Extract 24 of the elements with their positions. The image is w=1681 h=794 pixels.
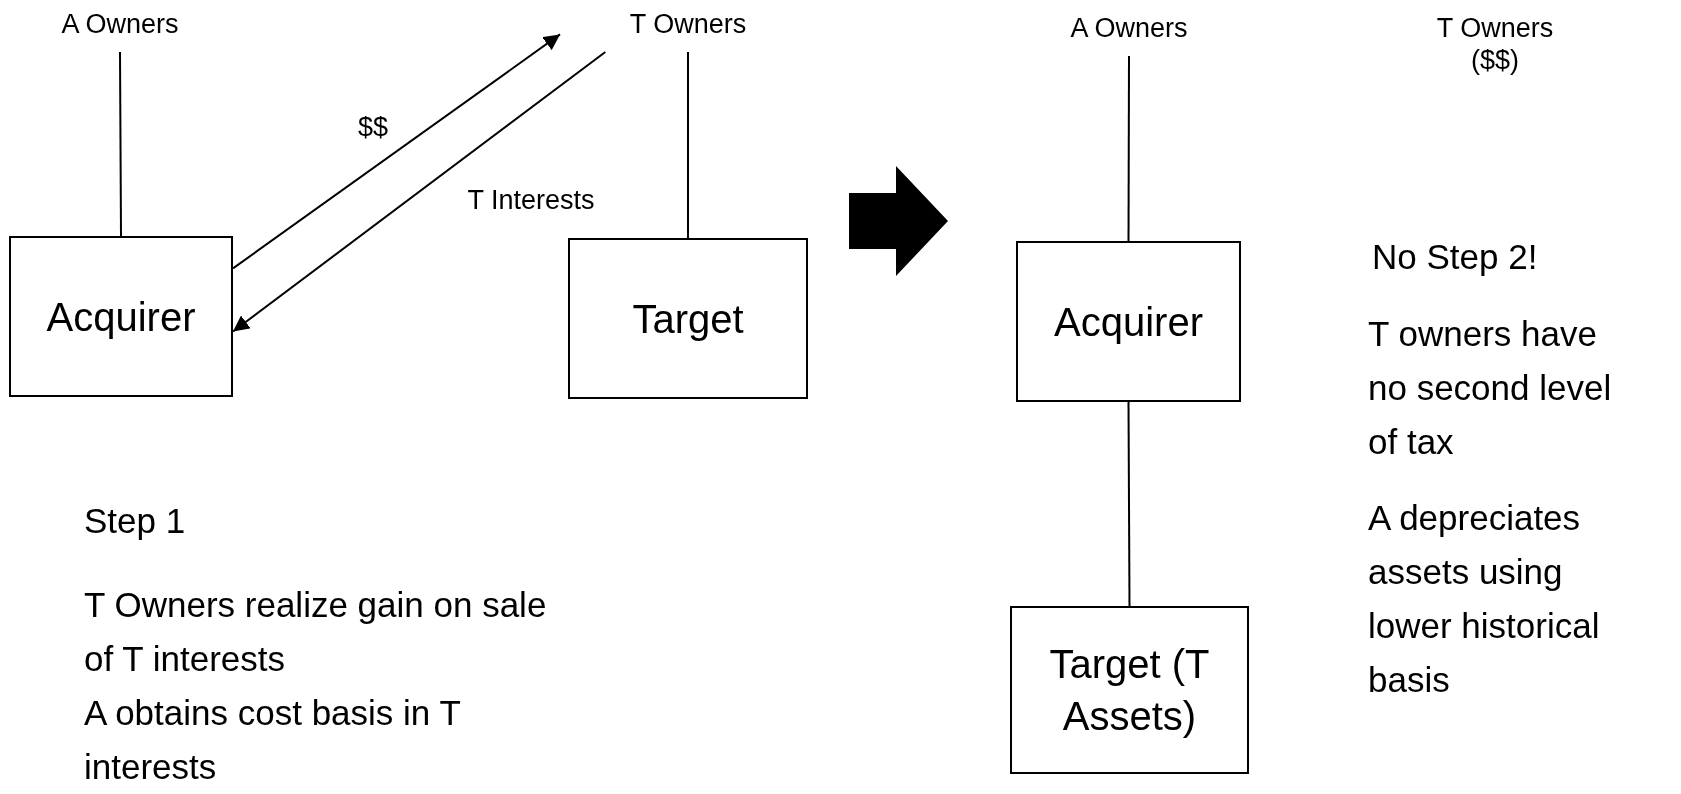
owner-label: T Owners ($$) [1425, 12, 1565, 82]
entity-box [1010, 606, 1249, 774]
note-text: T Owners realize gain on sale of T interests [84, 584, 548, 680]
owner-label: A Owners [1049, 12, 1209, 56]
note-text: A obtains cost basis in T interests [84, 692, 462, 788]
connector-line [1127, 55, 1130, 242]
owner-label: T Owners [560, 8, 816, 52]
note-text: A depreciates assets using lower historical basis [1368, 497, 1601, 701]
entity-name: Acquirer [46, 293, 196, 341]
note-text: T owners have no second level of tax [1368, 313, 1613, 463]
connector-line [1127, 401, 1131, 607]
owner-label: A Owners [40, 8, 200, 52]
entity-box [9, 236, 233, 397]
step-heading: No Step 2! [1372, 236, 1539, 278]
entity-box [568, 238, 808, 399]
entity-box [1016, 241, 1241, 402]
connector-line [687, 51, 689, 239]
arrow [232, 51, 607, 333]
connector-line [119, 51, 122, 237]
entity-name: Target [632, 295, 744, 343]
entity-name: Target (T Assets) [1048, 641, 1211, 740]
entity-name: Acquirer [1054, 298, 1203, 346]
step-heading: Step 1 [84, 500, 187, 542]
arrow [232, 33, 561, 270]
